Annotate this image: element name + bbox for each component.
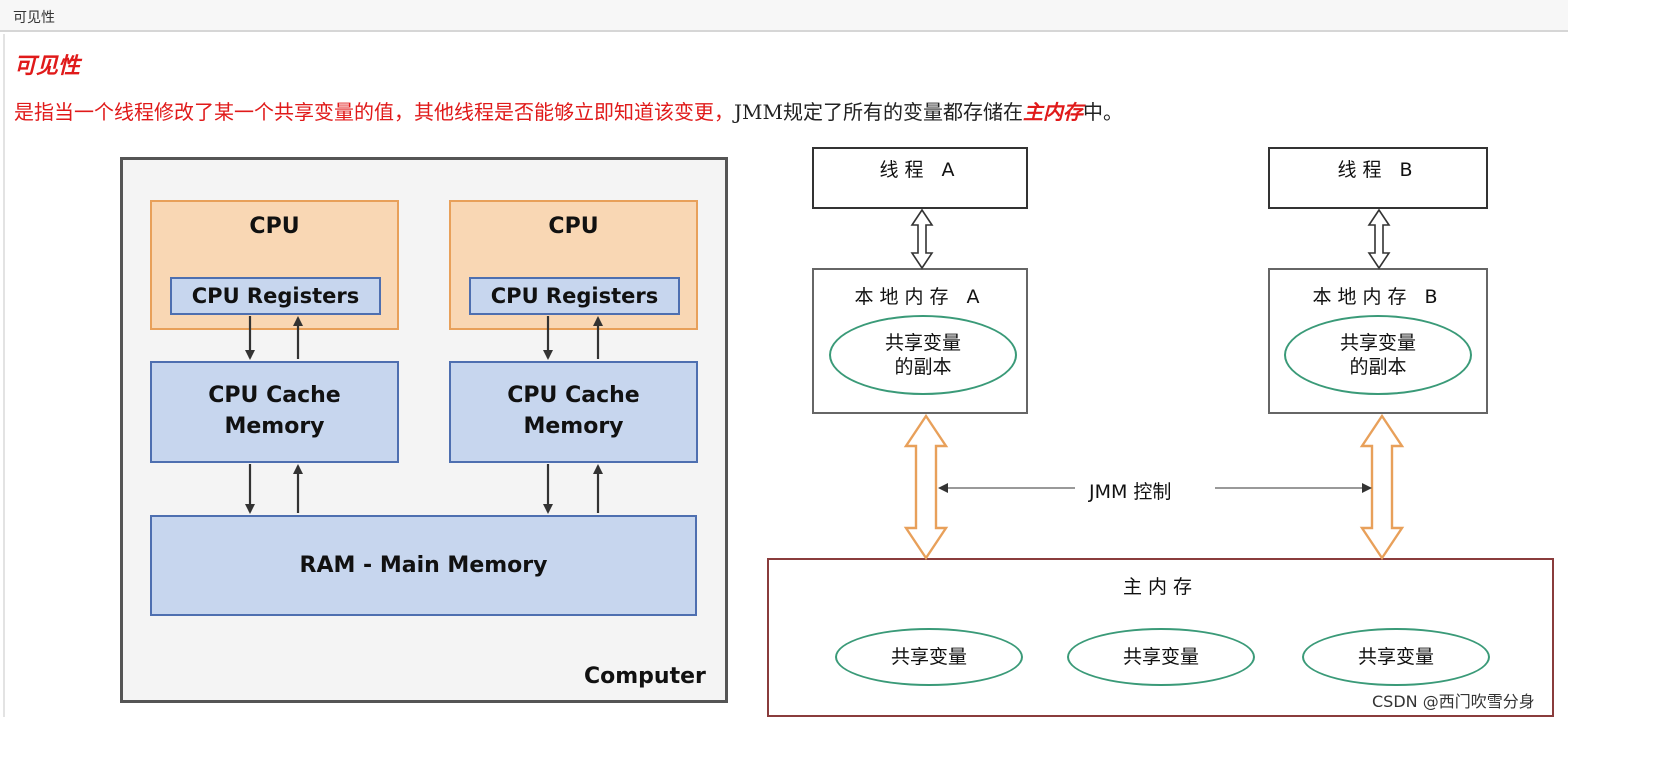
cpu-box-1: CPU CPU Registers (150, 200, 399, 330)
ram-main-memory-box: RAM - Main Memory (150, 515, 697, 616)
shared-var-3: 共享变量 (1302, 628, 1490, 686)
cpu-registers-box: CPU Registers (469, 277, 680, 315)
local-memory-b-box: 本地内存 B 共享变量 的副本 (1268, 268, 1488, 414)
description-part4: 中。 (1082, 100, 1123, 124)
jmm-control-label: JMM 控制 (1085, 477, 1176, 504)
local-main-arrows (903, 413, 1405, 561)
cache-ram-arrows (245, 464, 603, 514)
left-rule (3, 34, 5, 717)
main-memory-label: 主内存 (1122, 576, 1198, 598)
cpu-label: CPU (249, 214, 300, 239)
thread-b-box: 线程 B (1268, 147, 1488, 209)
local-memory-a-label: 本地内存 A (854, 286, 986, 308)
cache-label-line1: CPU Cache (507, 383, 640, 408)
watermark: CSDN @西门吹雪分身 (1372, 692, 1535, 711)
local-memory-a-box: 本地内存 A 共享变量 的副本 (812, 268, 1028, 414)
copy-line1: 共享变量 (1339, 332, 1416, 354)
copy-line1: 共享变量 (884, 332, 961, 354)
shared-var-copy-a: 共享变量 的副本 (829, 315, 1017, 395)
cache-label-line1: CPU Cache (208, 383, 341, 408)
cpu-cache-box-1: CPU Cache Memory (150, 361, 399, 463)
top-bar-title: 可见性 (13, 10, 55, 26)
local-memory-b-label: 本地内存 B (1312, 286, 1444, 308)
description-part2: JMM规定了所有的变量都存储在 (734, 100, 1023, 124)
shared-var-2: 共享变量 (1067, 628, 1255, 686)
main-memory-box: 主内存 共享变量 共享变量 共享变量 (767, 558, 1554, 717)
cache-label-line2: Memory (224, 414, 325, 439)
description-part1: 是指当一个线程修改了某一个共享变量的值，其他线程是否能够立即知道该变更， (14, 100, 734, 124)
cpu-cache-arrows (245, 316, 603, 360)
cpu-label: CPU (548, 214, 599, 239)
cpu-registers-box: CPU Registers (170, 277, 381, 315)
shared-var-1: 共享变量 (835, 628, 1023, 686)
copy-line2: 的副本 (1349, 356, 1407, 378)
copy-line2: 的副本 (894, 356, 952, 378)
cpu-box-2: CPU CPU Registers (449, 200, 698, 330)
description-emphasis: 主内存 (1022, 100, 1083, 124)
cpu-cache-box-2: CPU Cache Memory (449, 361, 698, 463)
arrows-layer (245, 208, 1405, 561)
description: 是指当一个线程修改了某一个共享变量的值，其他线程是否能够立即知道该变更，JMM规… (14, 96, 1123, 125)
cache-label-line2: Memory (523, 414, 624, 439)
shared-var-copy-b: 共享变量 的副本 (1284, 315, 1472, 395)
thread-a-box: 线程 A (812, 147, 1028, 209)
thread-local-arrows (910, 208, 1391, 270)
section-heading: 可见性 (14, 53, 81, 79)
computer-label: Computer (584, 664, 706, 689)
top-bar: 可见性 (0, 0, 1568, 32)
